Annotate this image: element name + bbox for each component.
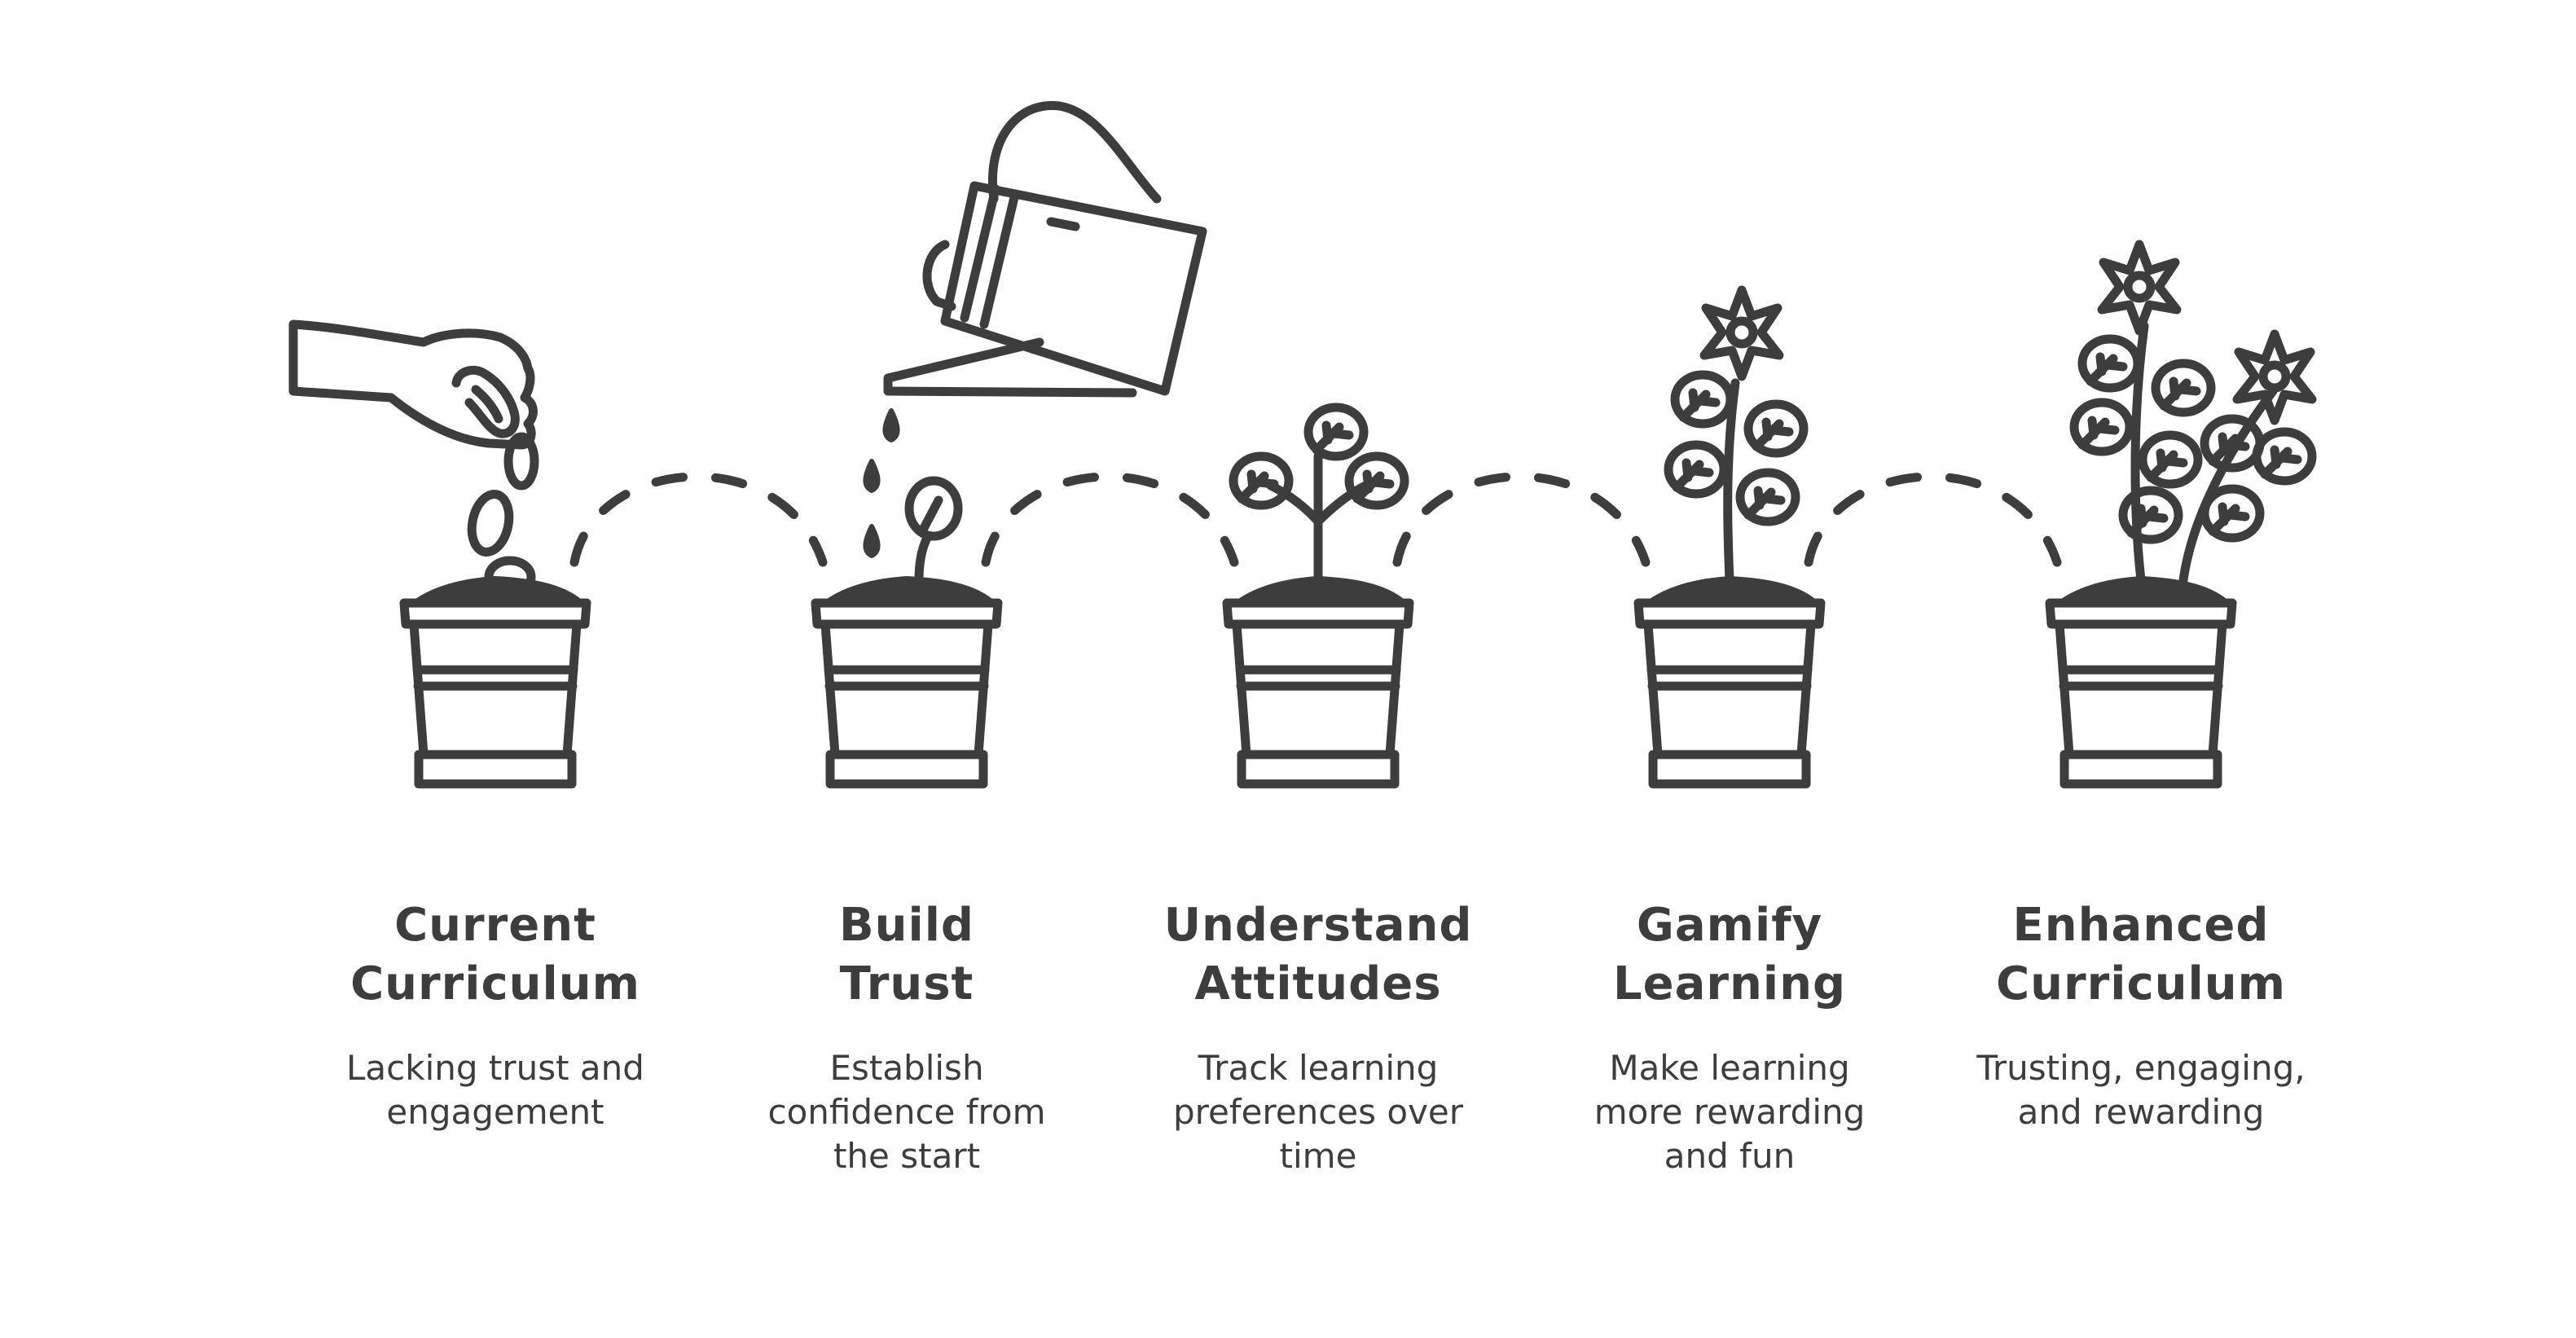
watering-can-sprout-icon — [865, 105, 1202, 580]
flowering-plant-pot-icon — [1668, 290, 1804, 580]
pot-stage-5 — [2050, 579, 2232, 784]
pot-stage-3 — [1227, 579, 1409, 784]
pot-stage-4 — [1638, 579, 1821, 784]
seedling-pot-icon — [1233, 407, 1404, 580]
connector-arc-2 — [986, 477, 1234, 562]
stage-2-title: Build Trust — [695, 896, 1119, 1014]
stage-4-text: Gamify Learning Make learning more rewar… — [1518, 896, 1941, 1178]
stage-3-text: Understand Attitudes Track learning pref… — [1106, 896, 1530, 1178]
stage-5-description: Trusting, engaging, and rewarding — [1929, 1046, 2353, 1134]
stage-4-title: Gamify Learning — [1518, 896, 1941, 1014]
stage-2-description: Establish confidence from the start — [695, 1046, 1119, 1178]
stage-1-text: Current Curriculum Lacking trust and eng… — [284, 896, 707, 1134]
stage-2-text: Build Trust Establish confidence from th… — [695, 896, 1119, 1178]
stage-1-title: Current Curriculum — [284, 896, 707, 1014]
full-grown-plant-pot-icon — [2074, 244, 2312, 580]
stage-3-description: Track learning preferences over time — [1106, 1046, 1530, 1178]
stage-4-description: Make learning more rewarding and fun — [1518, 1046, 1941, 1178]
pot-stage-1 — [404, 579, 587, 784]
pot-stage-2 — [815, 579, 998, 784]
connector-arc-4 — [1809, 477, 2057, 562]
stage-1-description: Lacking trust and engagement — [284, 1046, 707, 1134]
stage-5-title: Enhanced Curriculum — [1929, 896, 2353, 1014]
hand-dropping-seed-icon — [293, 324, 534, 593]
connector-arc-1 — [574, 477, 823, 562]
stage-5-text: Enhanced Curriculum Trusting, engaging, … — [1929, 896, 2353, 1134]
stage-3-title: Understand Attitudes — [1106, 896, 1530, 1014]
connector-arc-3 — [1397, 477, 1646, 562]
